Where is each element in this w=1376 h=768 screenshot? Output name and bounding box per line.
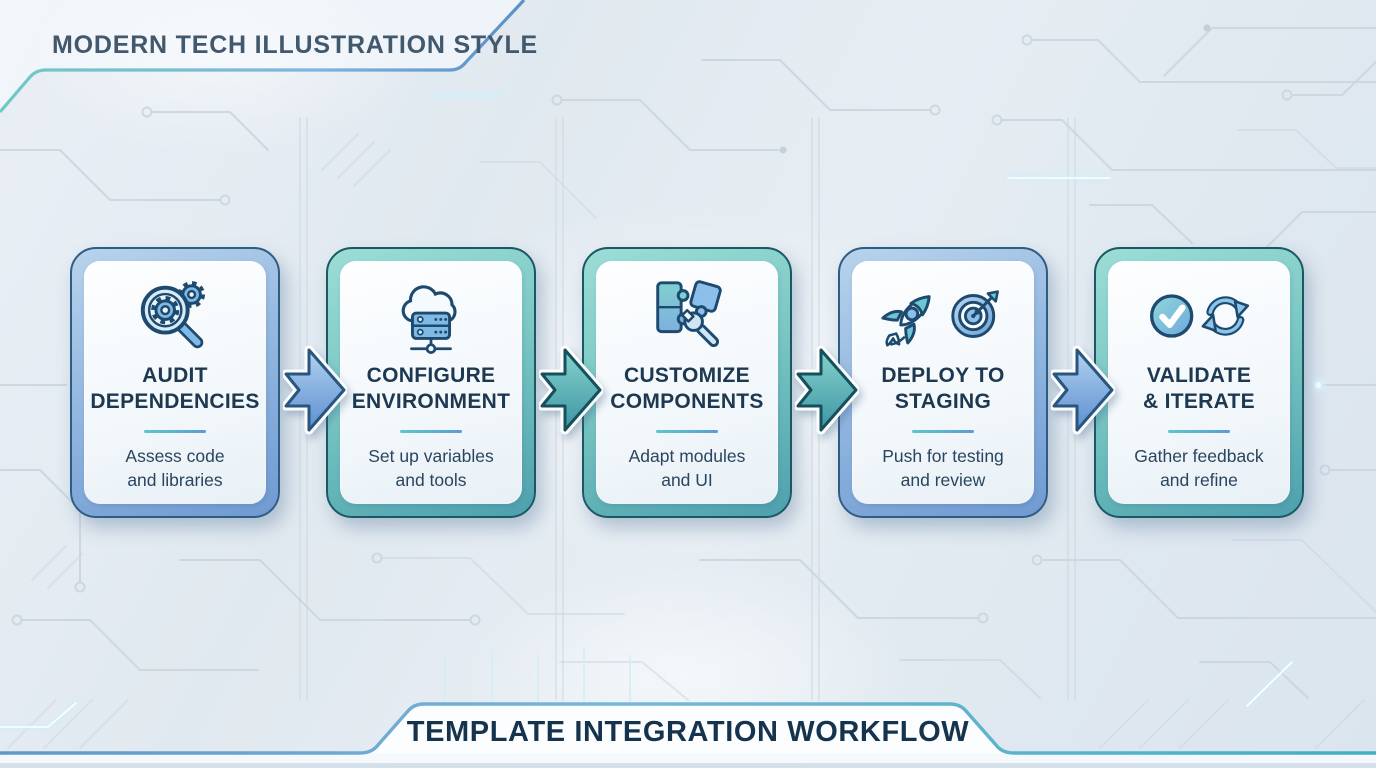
divider-line <box>144 430 206 433</box>
card-subtitle: Set up variables and tools <box>368 446 494 490</box>
card-surface: AUDIT DEPENDENCIES Assess code and libra… <box>84 261 266 504</box>
card-surface: CUSTOMIZE COMPONENTS Adapt modules and U… <box>596 261 778 504</box>
divider-line <box>1168 430 1230 433</box>
card-surface: CONFIGURE ENVIRONMENT Set up variables a… <box>340 261 522 504</box>
card-title: CONFIGURE ENVIRONMENT <box>351 364 511 413</box>
workflow-title: TEMPLATE INTEGRATION WORKFLOW <box>406 716 970 748</box>
card-subtitle: Gather feedback and refine <box>1134 446 1264 490</box>
card-surface: VALIDATE & ITERATE Gather feedback and r… <box>1108 261 1290 504</box>
arrow-right-icon <box>283 345 347 435</box>
workflow-card-deploy-to-staging: DEPLOY TO STAGING Push for testing and r… <box>838 247 1048 518</box>
divider-line <box>400 430 462 433</box>
card-subtitle: Adapt modules and UI <box>628 446 746 490</box>
magnifier-gears-icon <box>128 273 222 359</box>
puzzle-wrench-icon <box>640 273 734 359</box>
card-subtitle: Push for testing and review <box>882 446 1004 490</box>
divider-line <box>656 430 718 433</box>
rocket-target-icon <box>879 273 1007 359</box>
workflow-card-validate-iterate: VALIDATE & ITERATE Gather feedback and r… <box>1094 247 1304 518</box>
arrow-right-icon <box>539 345 603 435</box>
page-title: MODERN TECH ILLUSTRATION STYLE <box>52 31 539 59</box>
divider-line <box>912 430 974 433</box>
card-surface: DEPLOY TO STAGING Push for testing and r… <box>852 261 1034 504</box>
card-title: VALIDATE & ITERATE <box>1143 364 1255 413</box>
cloud-server-icon <box>384 273 478 359</box>
card-subtitle: Assess code and libraries <box>125 446 225 490</box>
arrow-right-icon <box>1051 345 1115 435</box>
workflow-card-audit-dependencies: AUDIT DEPENDENCIES Assess code and libra… <box>70 247 280 518</box>
workflow-card-configure-environment: CONFIGURE ENVIRONMENT Set up variables a… <box>326 247 536 518</box>
workflow-card-customize-components: CUSTOMIZE COMPONENTS Adapt modules and U… <box>582 247 792 518</box>
card-title: AUDIT DEPENDENCIES <box>90 364 260 413</box>
arrow-right-icon <box>795 345 859 435</box>
card-title: CUSTOMIZE COMPONENTS <box>610 364 764 413</box>
card-title: DEPLOY TO STAGING <box>881 364 1005 413</box>
glow-traces <box>0 93 1325 729</box>
check-sync-icon <box>1144 273 1254 359</box>
